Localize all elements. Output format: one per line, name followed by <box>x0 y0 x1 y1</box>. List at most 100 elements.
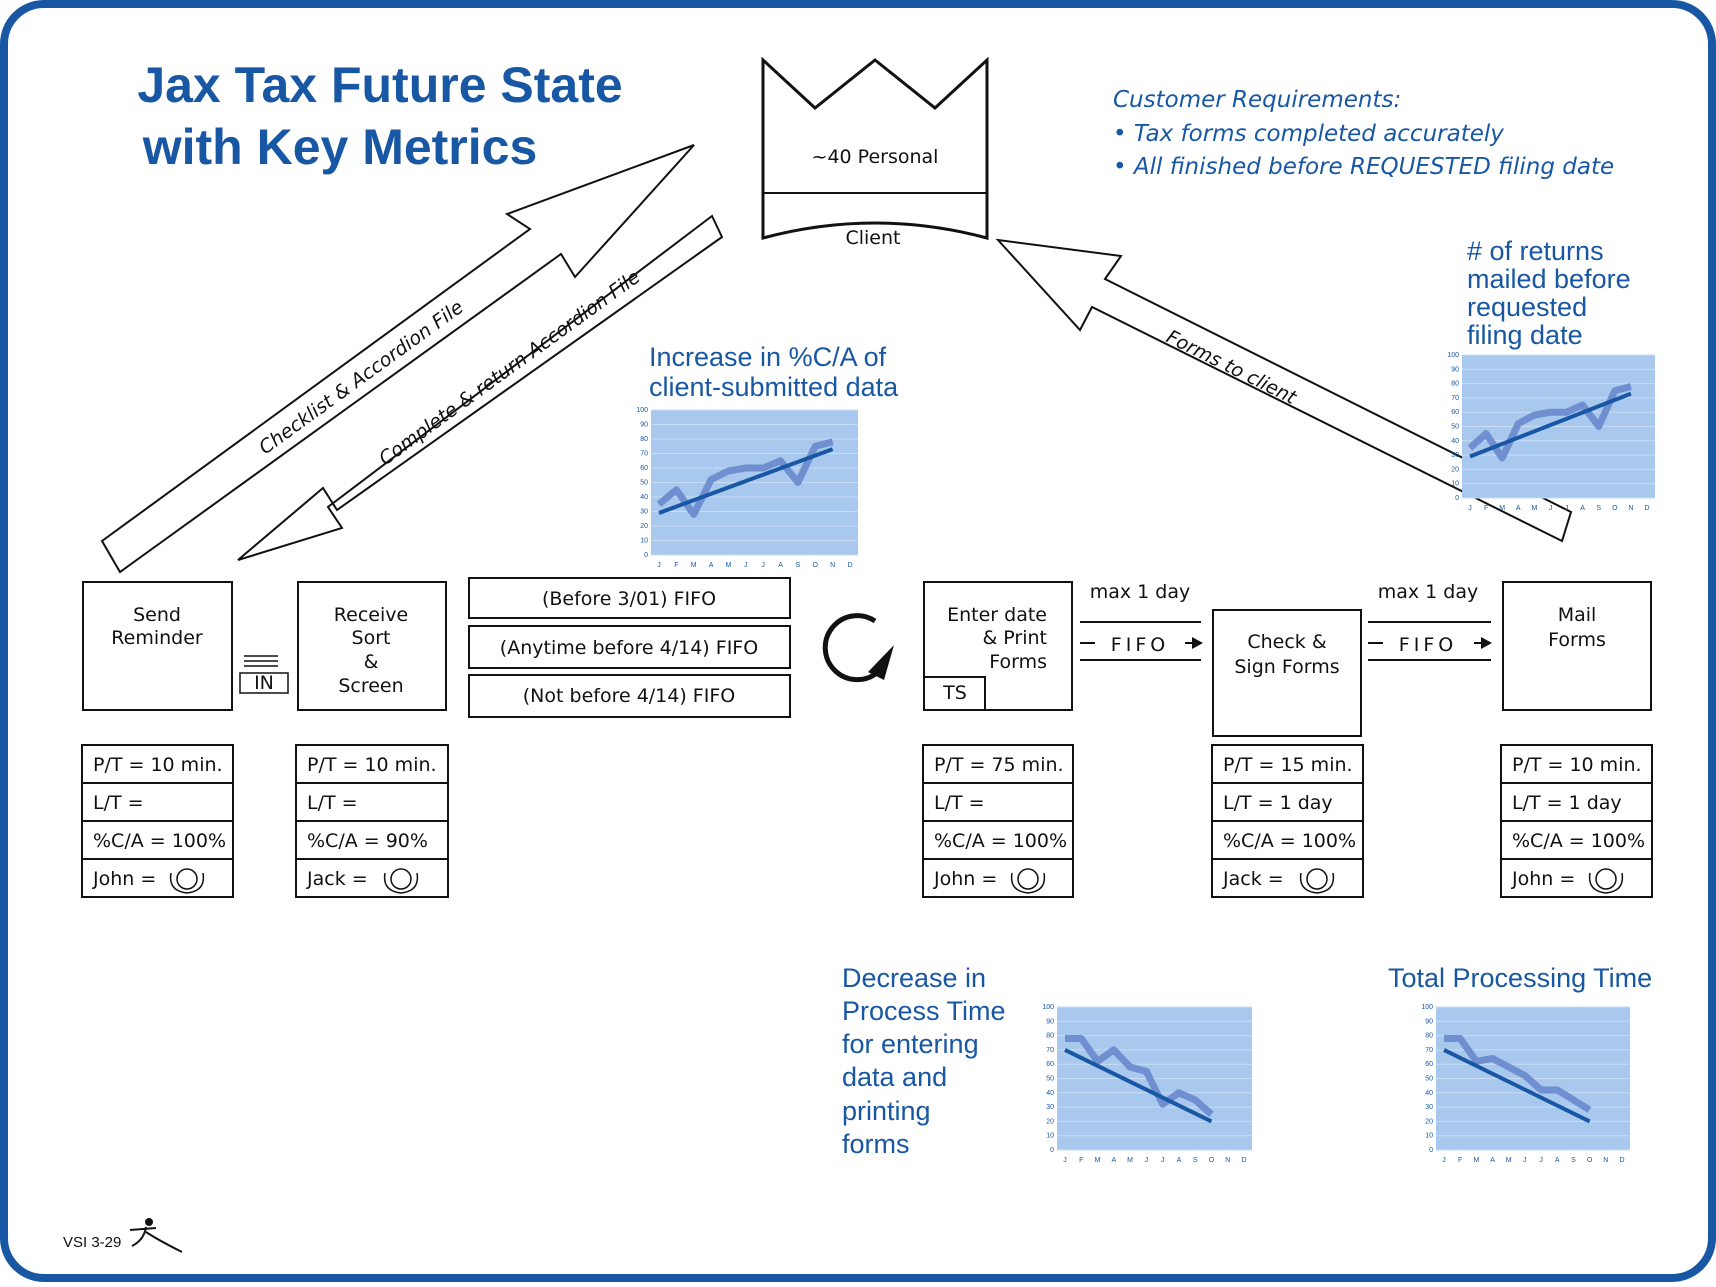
chart-y-tick: 50 <box>1451 424 1459 431</box>
process-label: Receive <box>334 604 408 626</box>
svg-text:Increase in %C/A of: Increase in %C/A of <box>649 342 887 372</box>
ts-tag-label: TS <box>942 682 967 704</box>
chart-y-tick: 80 <box>1425 1033 1433 1040</box>
fifo-link-limit: max 1 day <box>1090 581 1191 603</box>
chart-y-tick: 40 <box>1046 1090 1054 1097</box>
chart-x-tick: M <box>1506 1157 1512 1164</box>
process-send-reminder <box>82 581 233 711</box>
process-label: & <box>364 651 379 673</box>
chart-x-tick: S <box>1596 505 1601 512</box>
title-line-1: Jax Tax Future State <box>137 57 622 113</box>
process-check-sign-forms <box>1212 609 1362 737</box>
svg-text:forms: forms <box>842 1129 910 1159</box>
chart-y-tick: 60 <box>640 465 648 472</box>
data-box-pt: P/T = 75 min. <box>934 754 1064 776</box>
chart-x-tick: M <box>1127 1157 1133 1164</box>
chart-x-tick: J <box>1161 1157 1165 1164</box>
chart-x-tick: J <box>761 562 765 569</box>
svg-text:# of returns: # of returns <box>1467 236 1604 266</box>
fifo-lane-label: (Before 3/01) FIFO <box>542 588 716 610</box>
chart-x-tick: A <box>1111 1157 1116 1164</box>
chart-x-tick: M <box>1499 505 1505 512</box>
requirement-accuracy: • Tax forms completed accurately <box>1113 121 1504 147</box>
chart-y-tick: 10 <box>640 538 648 545</box>
chart-x-tick: A <box>1580 505 1585 512</box>
svg-text:data and: data and <box>842 1062 947 1092</box>
data-box-op: John = <box>92 868 156 890</box>
chart-y-tick: 20 <box>1046 1118 1054 1125</box>
chart-x-tick: A <box>1516 505 1521 512</box>
customer-icon <box>761 56 989 240</box>
chart-series-line <box>656 438 834 518</box>
complete-return-arrow <box>237 214 724 561</box>
chart-trend-line <box>658 447 834 515</box>
in-box-icon <box>239 655 289 694</box>
customer-type: Client <box>845 227 900 249</box>
svg-text:Decrease in: Decrease in <box>842 963 986 993</box>
chart-x-tick: M <box>1531 505 1537 512</box>
fifo-lane-label: (Anytime before 4/14) FIFO <box>500 637 758 659</box>
chart-y-tick: 90 <box>1451 366 1459 373</box>
process-label: Check & <box>1247 631 1326 653</box>
operator-icon <box>383 868 419 894</box>
chart-x-tick: O <box>1612 505 1618 512</box>
requirements-heading: Customer Requirements: <box>1113 87 1401 113</box>
chart-y-tick: 70 <box>1046 1047 1054 1054</box>
chart-x-tick: O <box>1209 1157 1215 1164</box>
runner-logo-icon <box>129 1218 183 1253</box>
chart-y-tick: 90 <box>640 422 648 429</box>
chart-x-tick: S <box>1193 1157 1198 1164</box>
process-data-box: P/T = 15 min.L/T = 1 day%C/A = 100%Jack … <box>1211 744 1364 898</box>
chart-x-tick: M <box>1095 1157 1101 1164</box>
fifo-link-label: FIFO <box>1399 634 1457 656</box>
chart-y-tick: 80 <box>1451 381 1459 388</box>
data-box-op: Jack = <box>306 868 368 890</box>
chart-trend-line <box>1443 1048 1591 1124</box>
chart-y-tick: 100 <box>1447 352 1459 359</box>
fifo-lane-before-march <box>468 577 791 619</box>
data-box-ca: %C/A = 100% <box>1223 830 1356 852</box>
requirement-deadline: • All finished before REQUESTED filing d… <box>1113 154 1614 180</box>
chart-y-tick: 70 <box>1451 395 1459 402</box>
data-box-op: John = <box>933 868 997 890</box>
chart-x-tick: M <box>691 562 697 569</box>
svg-text:Process Time: Process Time <box>842 996 1006 1026</box>
fifo-link-arrowhead <box>1481 637 1492 649</box>
customer-label: ~40 Personal <box>812 146 939 168</box>
checklist-arrow <box>100 144 695 574</box>
chart-y-tick: 40 <box>640 494 648 501</box>
chart-y-tick: 30 <box>1046 1104 1054 1111</box>
chart-y-tick: 60 <box>1046 1061 1054 1068</box>
chart-x-tick: J <box>1539 1157 1543 1164</box>
cycle-arrow-icon <box>822 613 894 683</box>
data-box-ca: %C/A = 100% <box>934 830 1067 852</box>
chart-y-tick: 70 <box>640 451 648 458</box>
fifo-lane-not-before <box>468 674 791 718</box>
svg-text:filing date: filing date <box>1467 320 1583 350</box>
data-box-ca: %C/A = 90% <box>307 830 428 852</box>
chart-x-tick: N <box>1628 505 1633 512</box>
chart-y-tick: 10 <box>1046 1133 1054 1140</box>
svg-text:mailed before: mailed before <box>1467 264 1631 294</box>
process-label: & Print <box>982 627 1047 649</box>
process-label: Reminder <box>111 627 203 649</box>
data-box-lt: L/T = 1 day <box>1223 792 1333 814</box>
chart-x-tick: F <box>1079 1157 1083 1164</box>
fifo-lane-label: (Not before 4/14) FIFO <box>523 685 735 707</box>
chart-x-tick: J <box>1468 505 1472 512</box>
chart-y-tick: 70 <box>1425 1047 1433 1054</box>
chart-series-line <box>1467 383 1632 462</box>
svg-text:requested: requested <box>1467 292 1587 322</box>
chart-y-tick: 90 <box>1046 1018 1054 1025</box>
operator-icon <box>1588 868 1624 894</box>
fifo-lane-anytime <box>468 625 791 669</box>
chart-y-tick: 100 <box>636 407 648 414</box>
chart-y-tick: 50 <box>1425 1076 1433 1083</box>
process-data-box: P/T = 10 min.L/T = 1 day%C/A = 100%John … <box>1500 744 1653 898</box>
chart-y-tick: 0 <box>1050 1147 1054 1154</box>
chart-x-tick: N <box>1603 1157 1608 1164</box>
chart-x-tick: O <box>1587 1157 1593 1164</box>
